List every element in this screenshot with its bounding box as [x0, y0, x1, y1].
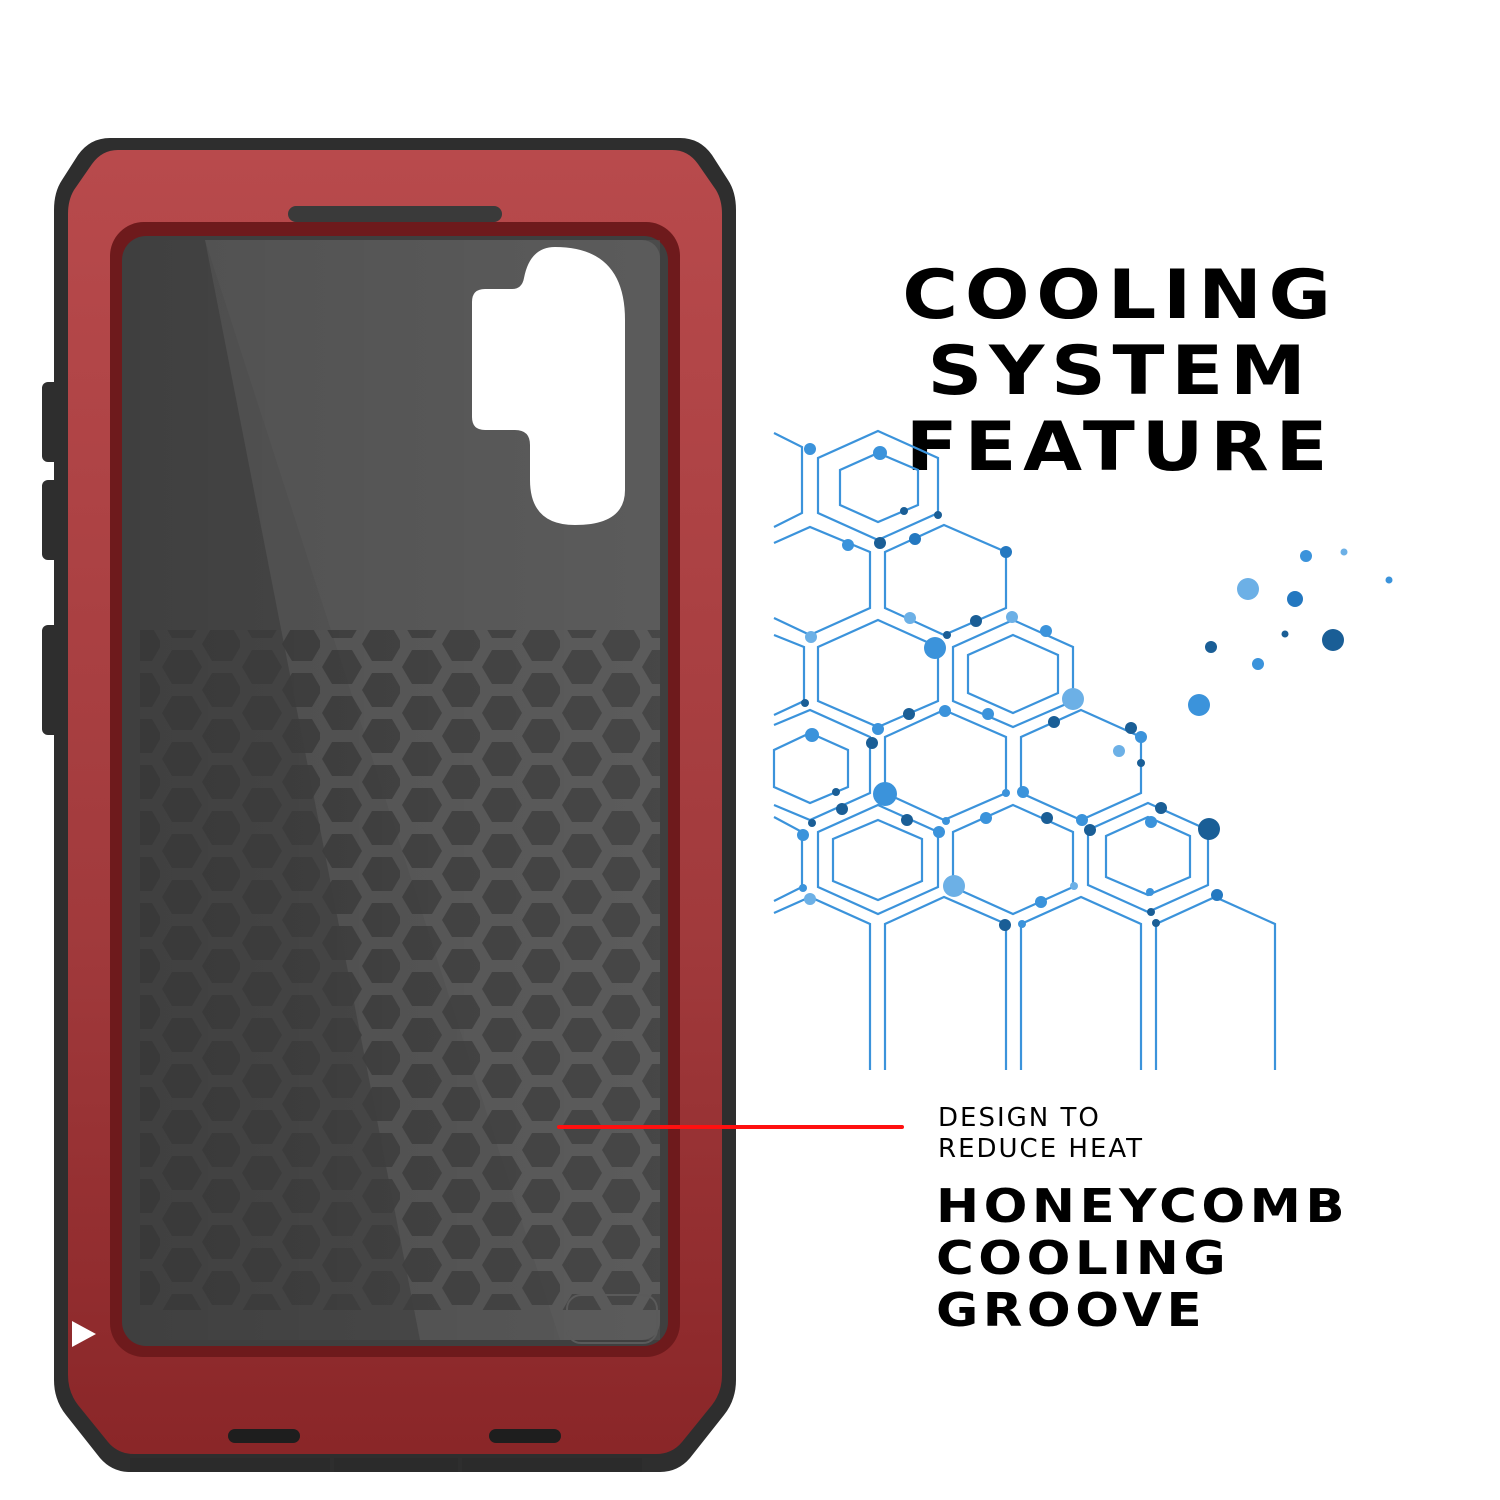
bottom-slot-left — [228, 1429, 300, 1443]
page-title: COOLING SYSTEM FEATURE — [694, 258, 1500, 486]
top-slot — [288, 206, 502, 222]
callout-subtitle: DESIGN TO REDUCE HEAT — [938, 1103, 1144, 1165]
title-line-1: COOLING SYSTEM — [902, 256, 1338, 411]
feature-name: HONEYCOMB COOLING GROOVE — [936, 1180, 1349, 1336]
hexagon-network-graphic — [772, 429, 1277, 1070]
phone-case-illustration — [42, 138, 736, 1472]
network-nodes — [797, 443, 1223, 931]
subtitle-line-2: REDUCE HEAT — [938, 1134, 1145, 1164]
subtitle-line-1: DESIGN TO — [938, 1103, 1101, 1133]
feature-line-3: GROOVE — [936, 1283, 1207, 1337]
scattered-dots-graphic — [1113, 548, 1393, 757]
feature-line-1: HONEYCOMB — [936, 1179, 1350, 1233]
title-line-2: FEATURE — [905, 408, 1335, 487]
arrow-marker-icon — [72, 1321, 96, 1347]
camera-cutout — [472, 247, 625, 525]
bottom-slot-right — [489, 1429, 561, 1443]
feature-line-2: COOLING — [936, 1231, 1231, 1285]
callout-line — [557, 1125, 904, 1129]
